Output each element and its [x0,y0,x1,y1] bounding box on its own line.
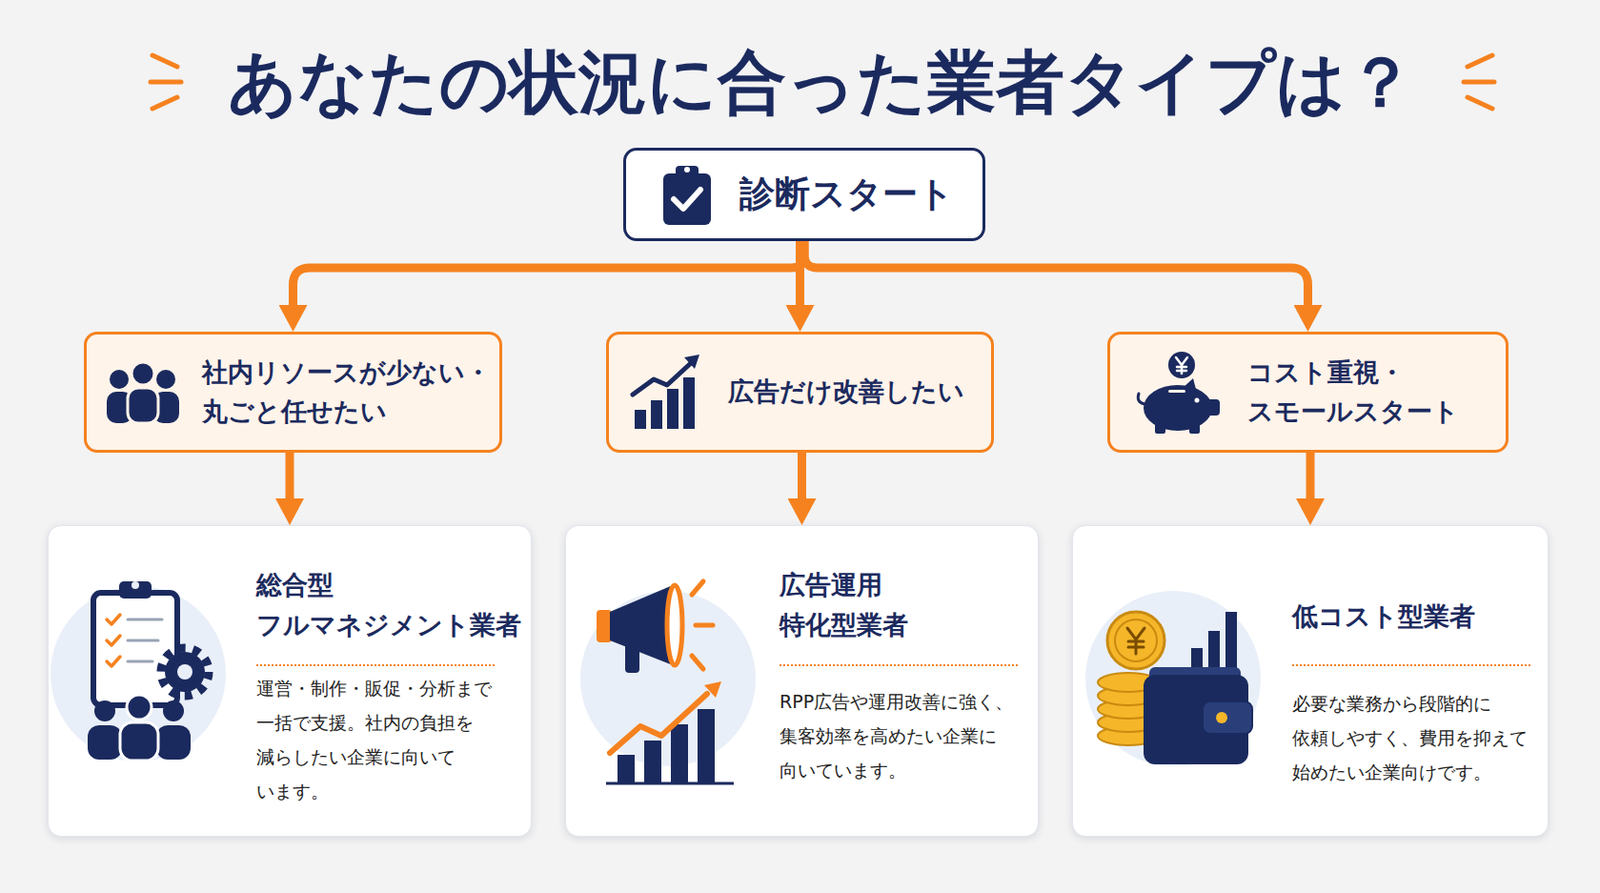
card-body: 必要な業務から段階的に 依頼しやすく、費用を抑えて 始めたい企業向けです。 [1292,686,1542,790]
flow-arrow [797,452,807,507]
title-accent [152,97,178,109]
dotted-divider [1292,664,1531,667]
title-accent [1467,97,1493,109]
title-accent [150,80,182,85]
start-label: 診断スタート [739,171,954,218]
card-header: 低コスト型業者 [1292,568,1542,665]
card-heading: 低コスト型業者 [1292,596,1476,637]
card-body-group: RPP広告や運用改善に強く、 集客効率を高めたい企業に 向いています。 [779,684,1030,788]
label-group: 社内リソースが少ない・ 丸ごと任せたい [202,353,492,431]
result-card: 低コスト型業者必要な業務から段階的に 依頼しやすく、費用を抑えて 始めたい企業向… [1072,525,1549,837]
card-body-group: 運営・制作・販促・分析まで 一括で支援。社内の負担を 減らしたい企業に向いて い… [256,670,507,809]
condition-box: コスト重視・ スモールスタート [1107,331,1509,453]
flow-arrow [1306,452,1316,507]
flow-arrow [285,452,295,507]
card-body: RPP広告や運用改善に強く、 集客効率を高めたい企業に 向いています。 [779,684,1030,788]
title-accent [152,55,178,67]
card-body: 運営・制作・販促・分析まで 一括で支援。社内の負担を 減らしたい企業に向いて い… [256,670,507,809]
start-box: 診断スタート [623,147,986,242]
result-card: 総合型 フルマネジメント業者運営・制作・販促・分析まで 一括で支援。社内の負担を… [47,525,532,837]
card-header: 総合型 フルマネジメント業者 [256,545,524,665]
condition-label: 社内リソースが少ない・ 丸ごと任せたい [202,353,492,431]
label-group: コスト重視・ スモールスタート [1247,353,1499,431]
card-heading: 総合型 フルマネジメント業者 [256,565,524,646]
title-accent [1463,80,1495,85]
flow-arrow [804,241,1309,313]
card-heading: 広告運用 特化型業者 [779,565,952,646]
condition-label: コスト重視・ スモールスタート [1247,353,1499,431]
dotted-divider [256,664,495,667]
flow-arrow [293,241,806,313]
card-body-group: 必要な業務から段階的に 依頼しやすく、費用を抑えて 始めたい企業向けです。 [1292,686,1542,790]
result-card: 広告運用 特化型業者 RPP広告や運用改善に強く、 集客効率を高めたい企業に 向い… [565,525,1039,837]
title-accent [1467,55,1493,67]
label-group: 広告だけ改善したい [728,372,965,412]
label-group: 診断スタート [739,171,954,218]
condition-label: 広告だけ改善したい [728,372,965,412]
condition-box: 社内リソースが少ない・ 丸ごと任せたい [83,331,503,453]
card-header: 広告運用 特化型業者 [779,545,952,665]
condition-box: 広告だけ改善したい [606,331,994,453]
dotted-divider [779,664,1018,667]
page-title: あなたの状況に合った業者タイプは？ [126,36,1517,128]
